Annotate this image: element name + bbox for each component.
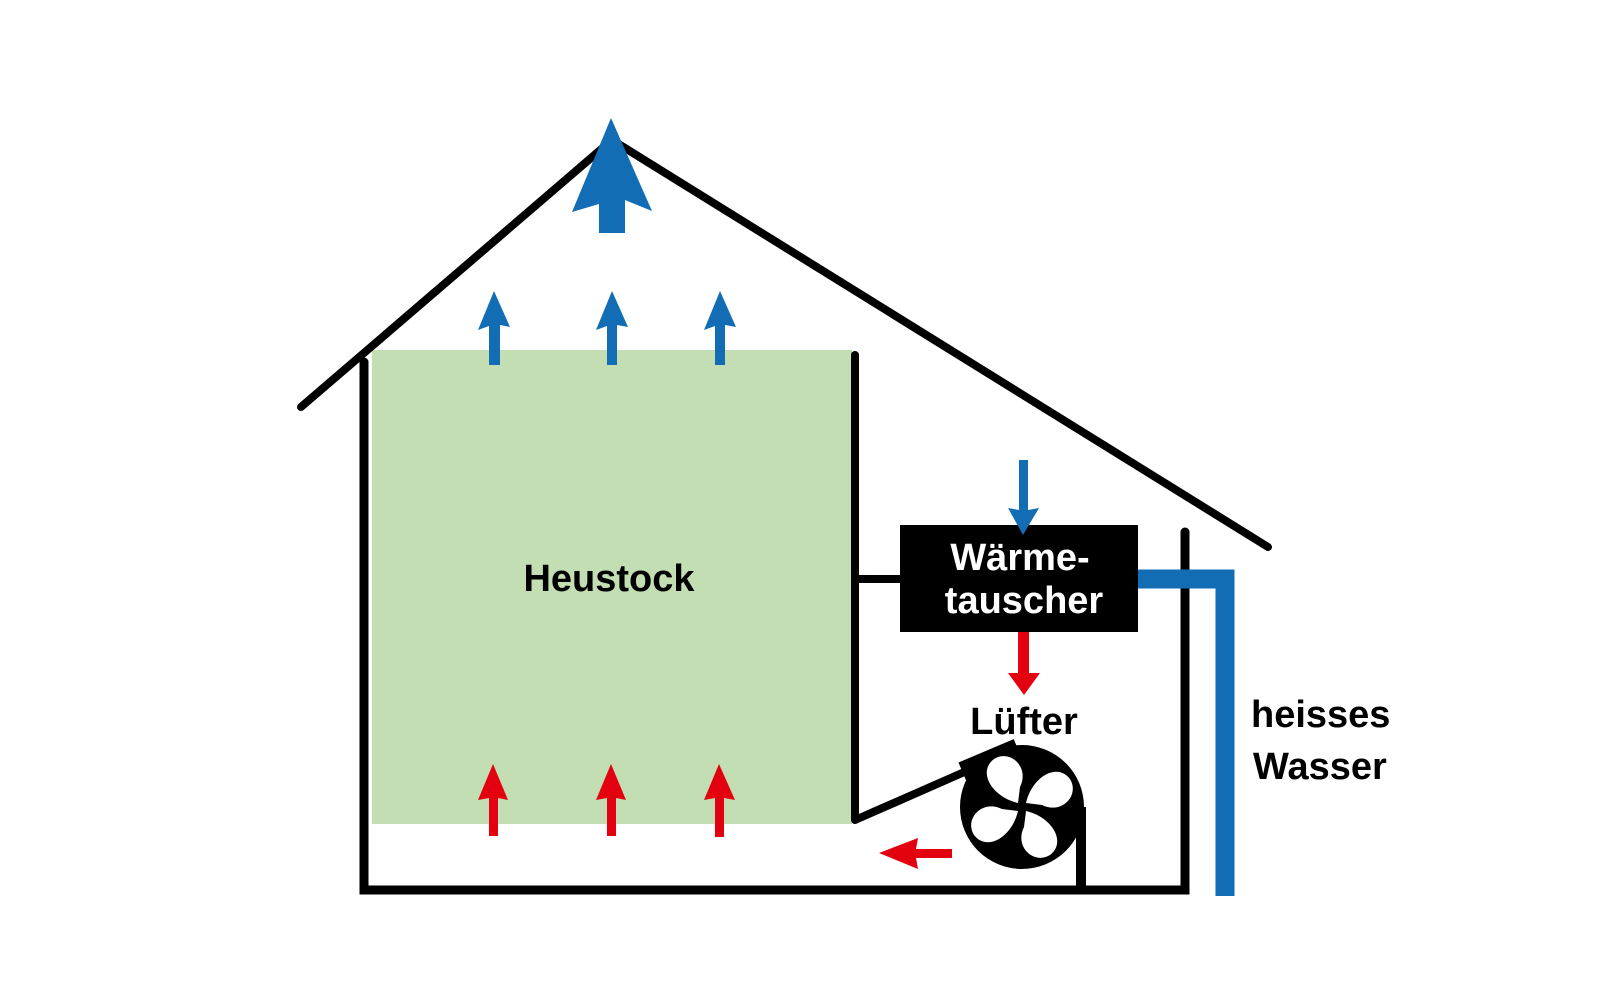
exhaust-arrow bbox=[596, 291, 628, 365]
exhaust-arrow bbox=[478, 291, 510, 365]
fan-label: Lüfter bbox=[970, 701, 1078, 743]
floor-warm-arrows bbox=[478, 764, 735, 837]
exhaust-arrows bbox=[478, 291, 736, 365]
fan-outlet-arrow bbox=[879, 838, 952, 869]
water-label-2: Wasser bbox=[1253, 746, 1387, 788]
water-label-1: heisses bbox=[1251, 694, 1390, 736]
heat-exchanger-box bbox=[900, 525, 1138, 632]
warm-air-arrow bbox=[596, 764, 626, 836]
warm-air-arrow bbox=[704, 764, 735, 837]
exhaust-arrow bbox=[704, 291, 736, 365]
fan-icon bbox=[958, 739, 1086, 892]
heat-exchanger-label-1: Wärme- bbox=[950, 537, 1089, 579]
heat-exchanger-label-2: tauscher bbox=[945, 580, 1104, 622]
warm-air-down-arrow bbox=[1008, 632, 1040, 695]
house-wall-left-and-floor bbox=[359, 357, 1190, 895]
hot-water-pipe bbox=[1138, 569, 1235, 896]
hay-stack-area bbox=[372, 350, 852, 824]
fan-duct bbox=[853, 762, 980, 824]
warm-air-arrow bbox=[478, 764, 508, 836]
exhaust-main-arrow bbox=[572, 118, 652, 233]
intake-arrow bbox=[1008, 460, 1039, 535]
hay-stack-label: Heustock bbox=[523, 558, 695, 600]
